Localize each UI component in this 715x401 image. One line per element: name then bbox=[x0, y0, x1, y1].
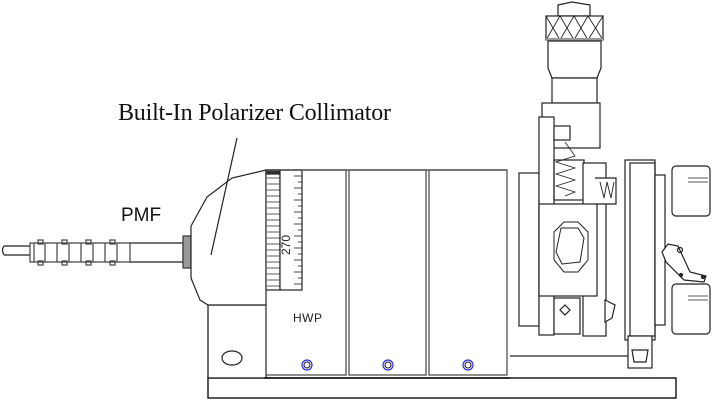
pmf-fiber bbox=[1, 235, 192, 269]
callout-leader-line bbox=[210, 137, 238, 256]
hwp-label: HWP bbox=[293, 311, 323, 325]
callout-title: Built-In Polarizer Collimator bbox=[118, 100, 391, 126]
rotation-scale bbox=[265, 169, 303, 291]
pmf-label: PMF bbox=[121, 205, 162, 226]
kinematic-mount bbox=[518, 116, 711, 369]
waveplate-modules bbox=[264, 169, 510, 379]
scale-marking-270: 270 bbox=[279, 234, 294, 256]
base-plate bbox=[207, 304, 677, 399]
built-in-polarizer-collimator bbox=[190, 137, 267, 306]
